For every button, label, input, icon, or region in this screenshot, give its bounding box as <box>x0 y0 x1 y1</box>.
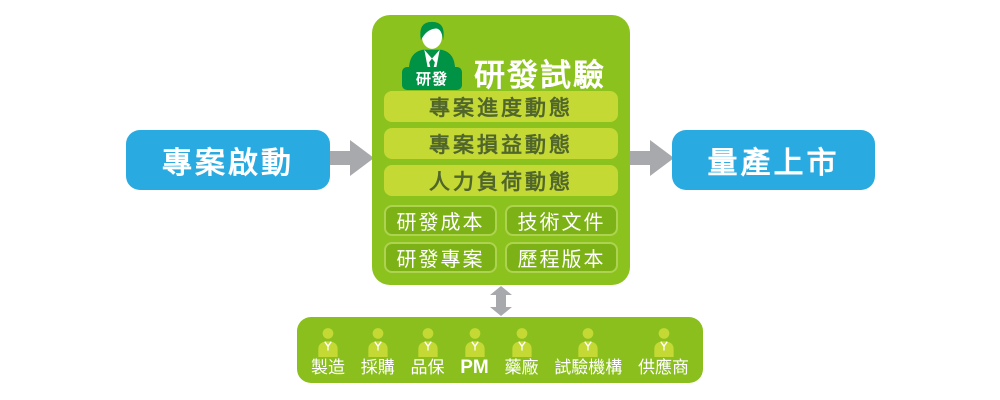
stakeholder-bar: 製造 採購 品保 <box>297 317 703 383</box>
person-icon <box>368 328 388 357</box>
rd-badge: 研發 <box>402 67 462 90</box>
rd-panel: 研發 研發試驗 專案進度動態 專案損益動態 人力負荷動態 研發成本 技術文件 研… <box>372 15 630 285</box>
asset-item-rd-cost: 研發成本 <box>384 205 497 236</box>
stage-project-start-label: 專案啟動 <box>162 147 294 180</box>
person-icon <box>653 328 674 357</box>
asset-item-tech-doc: 技術文件 <box>505 205 618 236</box>
person-icon <box>318 328 338 357</box>
businessman-avatar-icon <box>408 21 456 70</box>
asset-item-history-version: 歷程版本 <box>505 242 618 273</box>
role-supplier: 供應商 <box>638 327 689 378</box>
person-icon <box>417 328 438 357</box>
status-list: 專案進度動態 專案損益動態 人力負荷動態 <box>384 91 618 202</box>
role-pharma-plant: 藥廠 <box>505 327 539 378</box>
stage-mass-production-label: 量產上市 <box>707 147 840 180</box>
role-procurement: 採購 <box>361 327 395 378</box>
person-icon <box>578 328 598 357</box>
asset-item-rd-project: 研發專案 <box>384 242 497 273</box>
role-label: 製造 <box>311 358 345 377</box>
person-icon <box>511 328 532 357</box>
role-quality-assurance: 品保 <box>411 327 445 378</box>
stage-project-start: 專案啟動 <box>126 130 330 190</box>
role-label: 採購 <box>360 358 395 377</box>
role-testing-institute: 試驗機構 <box>554 327 622 378</box>
role-label: PM <box>460 357 489 378</box>
person-icon <box>464 328 485 357</box>
role-label: 品保 <box>410 358 445 377</box>
role-manufacturing: 製造 <box>311 327 345 378</box>
asset-grid: 研發成本 技術文件 研發專案 歷程版本 <box>384 205 618 273</box>
status-item-progress: 專案進度動態 <box>384 91 618 122</box>
role-pm: PM <box>460 327 489 378</box>
double-arrow-vertical-icon <box>490 286 512 316</box>
role-label: 試驗機構 <box>554 358 623 377</box>
status-item-profit: 專案損益動態 <box>384 128 618 159</box>
role-label: 藥廠 <box>504 358 539 377</box>
arrow-right-icon <box>630 140 674 176</box>
arrow-right-icon <box>330 140 374 176</box>
stage-mass-production: 量產上市 <box>672 130 875 190</box>
role-label: 供應商 <box>638 358 689 377</box>
rd-panel-title: 研發試驗 <box>474 58 606 93</box>
status-item-workload: 人力負荷動態 <box>384 165 618 196</box>
